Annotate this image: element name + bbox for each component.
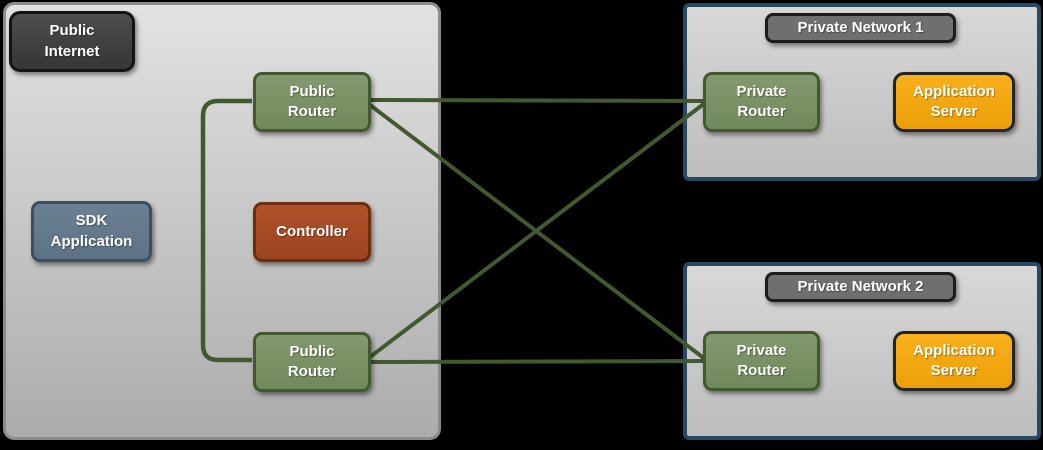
private-network-2-label-text: Private Network 2 xyxy=(797,277,924,295)
public-router-bottom-label-text: Public Router xyxy=(287,342,337,380)
private-router-1-node: Private Router xyxy=(703,72,820,132)
public-router-top-label-text: Public Router xyxy=(287,82,337,120)
private-router-2-label-text: Private Router xyxy=(736,341,787,379)
controller-label-text: Controller xyxy=(276,222,348,240)
controller-node: Controller xyxy=(253,202,371,262)
private-router-1-label-text: Private Router xyxy=(736,82,787,120)
application-server-2-node: Application Server xyxy=(893,331,1015,391)
public-router-bottom-node: Public Router xyxy=(253,332,371,392)
private-router-2-node: Private Router xyxy=(703,331,820,391)
public-router-top-node: Public Router xyxy=(253,72,371,132)
sdk-application-node: SDK Application xyxy=(31,201,152,262)
private-network-1-label-text: Private Network 1 xyxy=(797,18,924,36)
public-internet-label-text: Public Internet xyxy=(44,22,100,60)
private-network-2-label: Private Network 2 xyxy=(765,272,956,302)
public-internet-label: Public Internet xyxy=(9,11,135,72)
private-network-1-label: Private Network 1 xyxy=(765,13,956,43)
application-server-1-label-text: Application Server xyxy=(913,82,995,120)
application-server-1-node: Application Server xyxy=(893,72,1015,132)
application-server-2-label-text: Application Server xyxy=(913,341,995,379)
sdk-application-label-text: SDK Application xyxy=(50,212,133,250)
